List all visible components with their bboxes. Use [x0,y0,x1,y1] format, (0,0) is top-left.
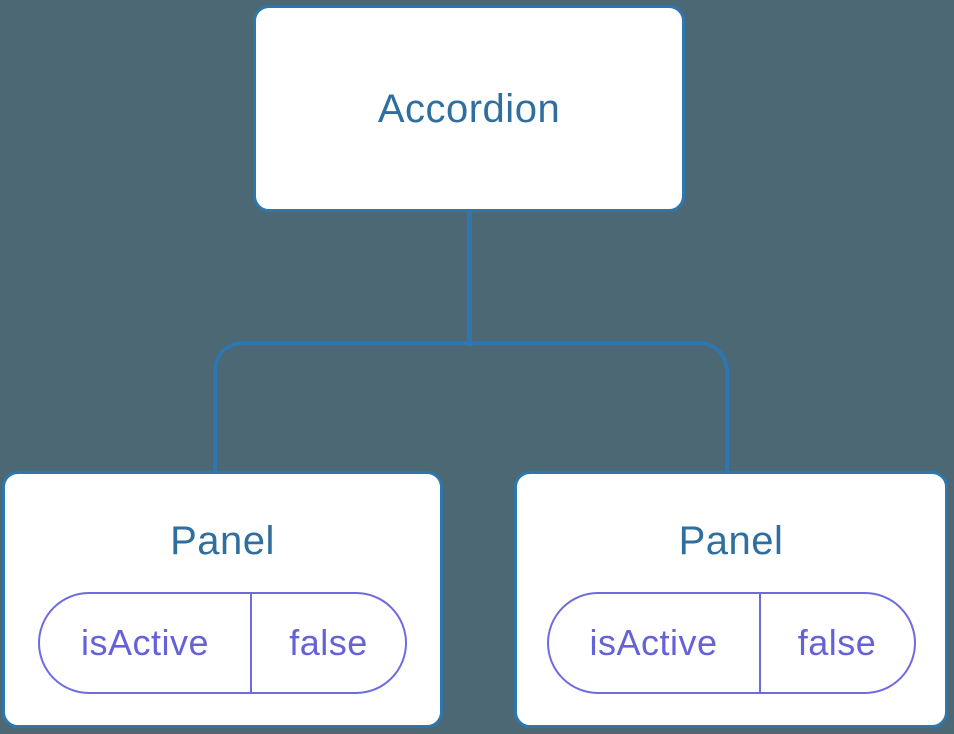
state-pill: isActive false [38,592,407,694]
component-node-accordion: Accordion [253,5,685,212]
connector-stem [467,212,472,346]
connector-bracket [213,341,729,472]
state-name: isActive [40,594,252,692]
component-node-panel-left: Panel isActive false [2,471,443,728]
panel-node-label: Panel [170,519,275,563]
state-value: false [289,622,368,663]
state-value: false [797,622,877,663]
component-node-panel-right: Panel isActive false [514,471,948,728]
state-name: isActive [549,594,761,692]
panel-node-label: Panel [678,519,784,563]
state-pill: isActive false [546,592,916,694]
accordion-node-label: Accordion [377,86,561,131]
